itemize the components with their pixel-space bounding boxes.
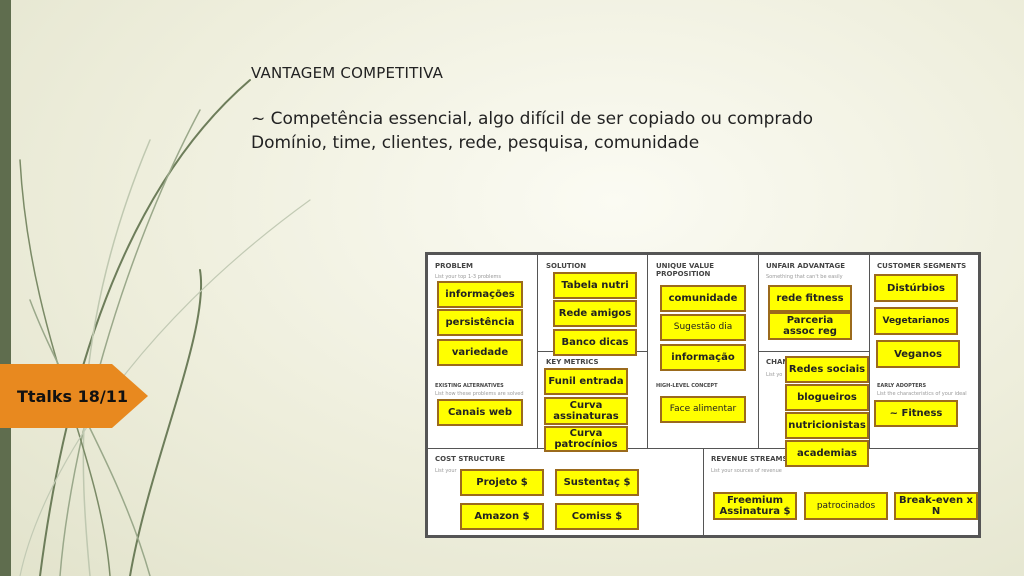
channels-label: CHAN xyxy=(766,358,789,366)
sticky-note[interactable]: Amazon $ xyxy=(460,503,544,530)
sticky-note[interactable]: ~ Fitness xyxy=(874,400,958,427)
customer-segments-label: CUSTOMER SEGMENTS xyxy=(877,262,967,270)
sticky-note[interactable]: Break-even x N xyxy=(894,492,978,520)
sticky-note[interactable]: Vegetarianos xyxy=(874,307,958,335)
unfair-advantage-hint: Something that can't be easily xyxy=(766,274,843,280)
sticky-note[interactable]: nutricionistas xyxy=(785,412,869,439)
sticky-note[interactable]: Banco dicas xyxy=(553,329,637,356)
revenue-streams-hint: List your sources of revenue xyxy=(711,468,782,474)
sticky-note[interactable]: informações xyxy=(437,281,523,308)
cost-structure-hint: List your xyxy=(435,468,457,474)
sticky-note[interactable]: Curva patrocínios xyxy=(544,426,628,452)
sticky-note[interactable]: Sugestão dia xyxy=(660,314,746,341)
uvp-label: UNIQUE VALUE PROPOSITION xyxy=(656,262,715,278)
sticky-note[interactable]: variedade xyxy=(437,339,523,366)
left-accent-bar xyxy=(0,0,11,576)
early-adopters-label: EARLY ADOPTERS xyxy=(877,383,927,389)
sticky-note[interactable]: Veganos xyxy=(876,340,960,368)
solution-label: SOLUTION xyxy=(546,262,587,270)
sticky-note[interactable]: Redes sociais xyxy=(785,356,869,383)
sticky-note[interactable]: blogueiros xyxy=(785,384,869,411)
sticky-note[interactable]: informação xyxy=(660,344,746,371)
date-badge: Ttalks 18/11 xyxy=(0,364,148,428)
revenue-streams-label: REVENUE STREAMS xyxy=(711,455,788,463)
channels-hint: List yo xyxy=(766,372,783,378)
problem-hint: List your top 1-3 problems xyxy=(435,274,501,280)
slide-text-line-2: Domínio, time, clientes, rede, pesquisa,… xyxy=(251,133,700,153)
sticky-note[interactable]: Tabela nutri xyxy=(553,272,637,299)
unfair-advantage-label: UNFAIR ADVANTAGE xyxy=(766,262,845,270)
sticky-note[interactable]: Distúrbios xyxy=(874,274,958,302)
sticky-note[interactable]: persistência xyxy=(437,309,523,336)
sticky-note[interactable]: Canais web xyxy=(437,399,523,426)
sticky-note[interactable]: rede fitness xyxy=(768,285,852,312)
problem-label: PROBLEM xyxy=(435,262,474,270)
sticky-note[interactable]: Freemium Assinatura $ xyxy=(713,492,797,520)
grass-decoration xyxy=(19,79,311,576)
sticky-note[interactable]: Funil entrada xyxy=(544,368,628,395)
existing-alternatives-hint: List how these problems are solved xyxy=(435,391,524,397)
early-adopters-hint: List the characteristics of your ideal xyxy=(877,391,967,397)
badge-label: Ttalks 18/11 xyxy=(17,386,128,406)
sticky-note[interactable]: academias xyxy=(785,440,869,467)
sticky-note[interactable]: Sustentaç $ xyxy=(555,469,639,496)
high-level-concept-label: HIGH-LEVEL CONCEPT xyxy=(656,383,718,389)
existing-alternatives-label: EXISTING ALTERNATIVES xyxy=(435,383,504,389)
sticky-note[interactable]: Rede amigos xyxy=(553,300,637,327)
sticky-note[interactable]: Curva assinaturas xyxy=(544,397,628,425)
slide-heading: VANTAGEM COMPETITIVA xyxy=(251,64,444,82)
sticky-note[interactable]: comunidade xyxy=(660,285,746,312)
slide-text-line-1: ~ Competência essencial, algo difícil de… xyxy=(251,109,814,129)
lean-canvas: PROBLEM List your top 1-3 problems EXIST… xyxy=(425,252,981,538)
key-metrics-label: KEY METRICS xyxy=(546,358,599,366)
cost-structure-label: COST STRUCTURE xyxy=(435,455,505,463)
sticky-note[interactable]: Face alimentar xyxy=(660,396,746,423)
sticky-note[interactable]: Comiss $ xyxy=(555,503,639,530)
sticky-note[interactable]: patrocinados xyxy=(804,492,888,520)
sticky-note[interactable]: Parceria assoc reg xyxy=(768,312,852,340)
sticky-note[interactable]: Projeto $ xyxy=(460,469,544,496)
